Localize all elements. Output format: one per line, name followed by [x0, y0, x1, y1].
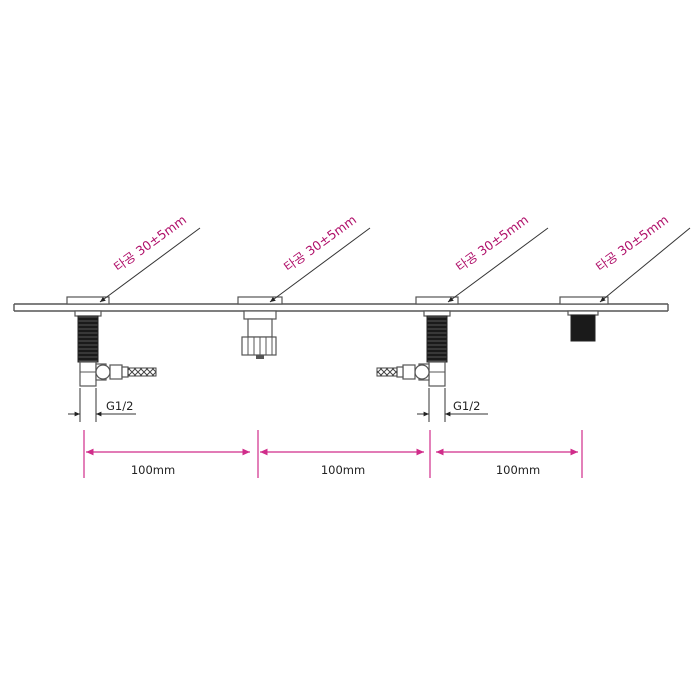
- dimension-label-2: 100mm: [321, 463, 365, 477]
- far-right-fitting: [559, 296, 609, 342]
- right-valve-fitting: [376, 296, 459, 387]
- dimension-label-3: 100mm: [496, 463, 540, 477]
- callout-leaders: [99, 227, 691, 303]
- thread-label-left: G1/2: [106, 399, 133, 413]
- thread-dimension-right: [417, 388, 488, 422]
- left-valve-fitting: [66, 296, 157, 387]
- callout-label-4: 타공 30±5mm: [593, 212, 671, 274]
- thread-label-right: G1/2: [453, 399, 480, 413]
- dimension-extension-lines: [83, 430, 583, 478]
- center-spout-fitting: [237, 296, 283, 359]
- thread-dimension-left: [68, 388, 136, 422]
- countertop: [13, 303, 669, 312]
- callout-label-3: 타공 30±5mm: [453, 212, 531, 274]
- dimension-label-1: 100mm: [131, 463, 175, 477]
